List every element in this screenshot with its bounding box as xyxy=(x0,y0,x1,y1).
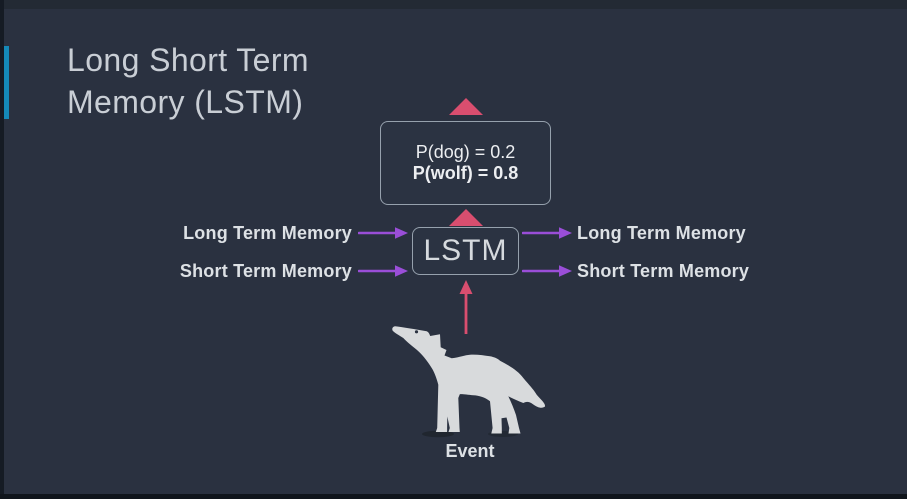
prediction-wolf-value: P(wolf) = 0.8 xyxy=(412,163,519,183)
left-edge-strip xyxy=(0,0,4,499)
output-short-term-arrow-icon xyxy=(522,265,572,277)
bottom-letterbox xyxy=(0,494,907,499)
output-long-term-arrow-icon xyxy=(522,227,572,239)
wolf-icon xyxy=(392,326,546,438)
lstm-to-prediction-arrow-icon xyxy=(449,209,483,226)
output-long-term-label: Long Term Memory xyxy=(577,223,746,243)
slide-title: Long Short Term Memory (LSTM) xyxy=(67,39,309,123)
output-arrow-icon xyxy=(449,98,483,115)
prediction-dog-value: P(dog) = 0.2 xyxy=(415,142,516,162)
input-long-term-arrow-icon xyxy=(358,227,408,239)
output-short-term-label: Short Term Memory xyxy=(577,261,750,281)
lstm-box-label: LSTM xyxy=(423,234,508,267)
title-accent-bar xyxy=(4,46,9,119)
slide-title-line1: Long Short Term xyxy=(67,42,309,78)
input-long-term-label: Long Term Memory xyxy=(183,223,352,243)
event-input-arrow-icon xyxy=(459,280,473,334)
lstm-box: LSTM xyxy=(412,227,519,275)
prediction-box: P(dog) = 0.2 P(wolf) = 0.8 xyxy=(380,121,551,205)
slide-title-line2: Memory (LSTM) xyxy=(67,84,304,120)
input-short-term-arrow-icon xyxy=(358,265,408,277)
top-letterbox xyxy=(0,0,907,9)
event-label: Event xyxy=(445,441,495,461)
input-short-term-label: Short Term Memory xyxy=(179,261,352,281)
